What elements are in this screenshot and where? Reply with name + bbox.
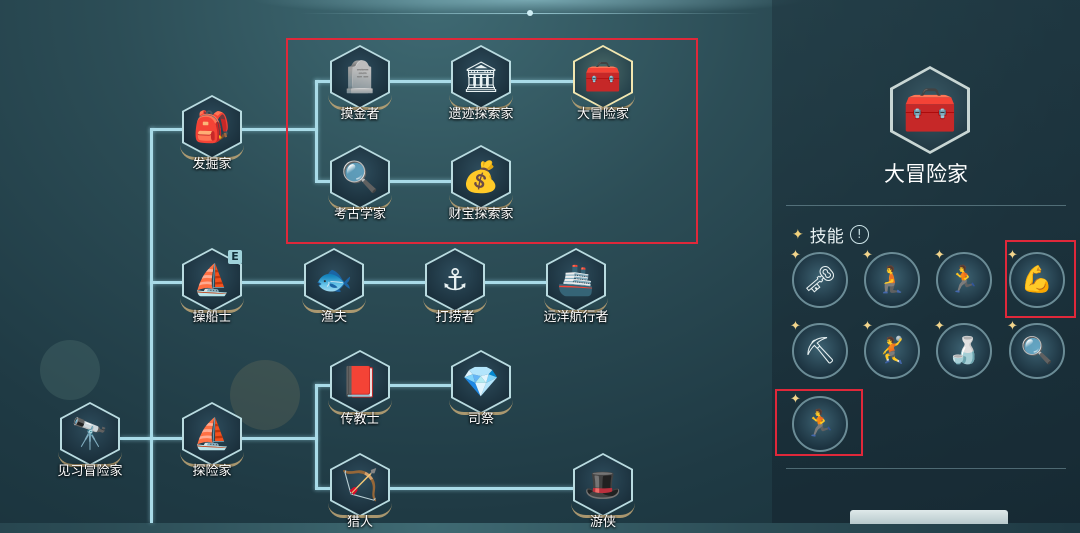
laurel-decoration [449,95,513,110]
skill-glyph: 🧎 [875,265,909,295]
tree-node-sailor[interactable]: ⛵ E 操船士 [172,248,252,328]
node-label: 探险家 [192,464,232,479]
panel-divider [786,468,1066,469]
sparkle-icon: ✦ [1007,248,1018,263]
top-glow [250,0,810,16]
panel-class-emblem: 🧰 [890,66,970,154]
laurel-decoration [544,298,608,313]
laurel-decoration [571,503,635,518]
sparkle-icon: ✦ [792,226,804,243]
sparkle-icon: ✦ [1007,319,1018,334]
highlight-frame-branch [286,38,698,244]
laurel-decoration [302,298,366,313]
panel-title: 大冒险家 [884,162,968,186]
strength-skill-icon[interactable]: ✦💪 [1007,248,1065,308]
node-label: 发掘家 [192,157,232,172]
tree-node-missionary[interactable]: 📕 传教士 [320,350,400,430]
sparkle-icon: ✦ [862,248,873,263]
tree-node-prospector[interactable]: 🪦 摸金者 [320,45,400,125]
node-label: 摸金者 [340,107,380,122]
sparkle-icon: ✦ [862,319,873,334]
run-team-skill-icon[interactable]: ✦🏃 [934,248,992,308]
skill-glyph: 🤾 [875,336,909,366]
node-label: 打捞者 [435,310,475,325]
skill-glyph: 🗝 [803,265,837,295]
highlight-frame-skill [1005,240,1076,318]
skill-glyph: 💪 [1020,265,1054,295]
skills-header: ✦ 技能 ! [792,222,869,247]
magnifier-skill-icon[interactable]: ✦🔍 [1007,319,1065,379]
node-label: 游侠 [589,515,616,530]
node-label: 大冒险家 [576,107,629,122]
laurel-decoration [58,452,122,467]
top-indicator-dot [527,10,533,16]
sparkle-icon: ✦ [934,319,945,334]
tree-node-apprentice[interactable]: 🔭 见习冒险家 [50,402,130,482]
laurel-decoration [180,145,244,160]
sparkle-icon: ✦ [790,248,801,263]
tree-node-salvager[interactable]: ⚓ 打捞者 [415,248,495,328]
sparkle-icon: ✦ [790,319,801,334]
key-chest-skill-icon[interactable]: ✦🗝 [790,248,848,308]
panel-bottom-button[interactable] [850,510,1008,524]
node-label: 司祭 [467,412,494,427]
skill-glyph: 🍶 [947,336,981,366]
node-label: 操船士 [192,310,232,325]
hotkey-badge: E [228,250,242,264]
tree-node-ranger[interactable]: 🎩 游侠 [563,453,643,533]
node-label: 猎人 [346,515,373,530]
tree-node-archaeologist[interactable]: 🔍 考古学家 [320,145,400,225]
laurel-decoration [328,503,392,518]
sparkle-icon: ✦ [790,392,801,407]
panel-divider [786,205,1066,206]
tree-node-ruin-explorer[interactable]: 🏛 遗迹探索家 [441,45,521,125]
info-icon[interactable]: ! [849,225,869,244]
laurel-decoration [328,195,392,210]
kneel-dig-skill-icon[interactable]: ✦🧎 [862,248,920,308]
tree-node-ocean-voyager[interactable]: 🚢 远洋航行者 [536,248,616,328]
tree-node-priest[interactable]: 💎 司祭 [441,350,521,430]
sparkle-icon: ✦ [934,248,945,263]
throw-skill-icon[interactable]: ✦🤾 [862,319,920,379]
node-label: 遗迹探索家 [448,107,514,122]
skills-label: 技能 [809,227,844,247]
skill-glyph: 🔍 [1020,336,1054,366]
shovel-alert-skill-icon[interactable]: ✦⛏ [790,319,848,379]
tree-node-great-adventurer[interactable]: 🧰 大冒险家 [563,45,643,125]
tree-node-fisher[interactable]: 🐟 渔夫 [294,248,374,328]
laurel-decoration [180,452,244,467]
node-label: 见习冒险家 [57,464,123,479]
node-label: 渔夫 [320,310,347,325]
skill-glyph: 🏃 [803,409,837,439]
laurel-decoration [328,95,392,110]
tree-node-treasure-explorer[interactable]: 💰 财宝探索家 [441,145,521,225]
laurel-decoration [449,195,513,210]
laurel-decoration [328,400,392,415]
node-label: 财宝探索家 [448,207,514,222]
laurel-decoration [571,95,635,110]
laurel-decoration [423,298,487,313]
sack-carry-skill-icon[interactable]: ✦🏃 [790,392,848,452]
tree-node-digger[interactable]: 🎒 发掘家 [172,95,252,175]
node-label: 远洋航行者 [543,310,609,325]
tree-node-explorer[interactable]: ⛵ 探险家 [172,402,252,482]
detail-panel: 🧰 大冒险家 ✦ 技能 ! ✦🗝 ✦🧎 ✦🏃 ✦💪 ✦⛏ ✦🤾 ✦🍶 ✦🔍 ✦🏃 [772,0,1080,524]
skill-glyph: ⛏ [803,336,837,366]
skill-glyph: 🏃 [947,265,981,295]
laurel-decoration [180,298,244,313]
background-bokeh [40,340,100,400]
treasure-chest-icon: 🧰 [893,69,967,151]
node-label: 考古学家 [333,207,386,222]
highlight-frame-skill [775,389,863,456]
node-label: 传教士 [340,412,380,427]
laurel-decoration [449,400,513,415]
bottle-food-skill-icon[interactable]: ✦🍶 [934,319,992,379]
tree-node-hunter[interactable]: 🏹 猎人 [320,453,400,533]
